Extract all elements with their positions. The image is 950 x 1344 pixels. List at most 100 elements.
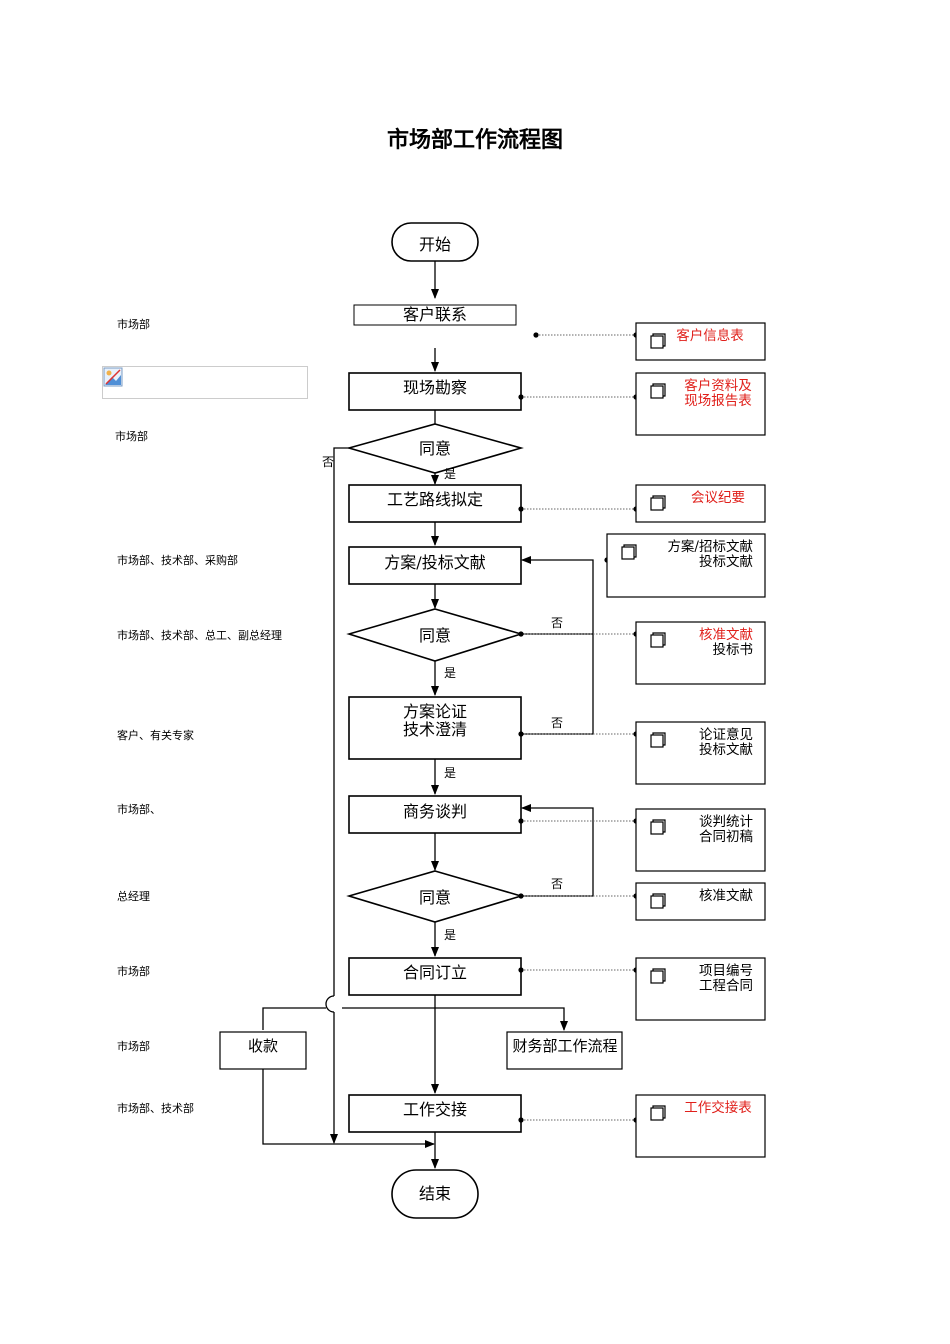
process-route-box xyxy=(348,484,522,523)
start-label: 开始 xyxy=(419,235,451,254)
edge-label-no: 否 xyxy=(551,616,563,630)
negotiation-box xyxy=(348,795,522,834)
document-box: 核准文献 xyxy=(518,882,766,921)
connector-dot xyxy=(518,818,524,824)
document-icon xyxy=(650,632,666,648)
document-label: 论证意见 xyxy=(699,726,753,743)
connector-dot xyxy=(518,1117,524,1123)
document-icon xyxy=(650,383,666,399)
decision-agree-1 xyxy=(346,423,524,474)
decision-agree-3 xyxy=(346,870,524,923)
dept-label: 市场部 xyxy=(117,1040,150,1053)
dept-label: 市场部、技术部 xyxy=(117,1102,194,1115)
page-title: 市场部工作流程图 xyxy=(386,128,563,153)
document-icon xyxy=(650,333,666,349)
agree-2-label: 同意 xyxy=(419,626,451,645)
broken-image-icon xyxy=(103,367,123,387)
document-label: 合同初稿 xyxy=(699,828,753,845)
document-label: 投标文献 xyxy=(699,742,753,758)
finance-label: 财务部工作流程 xyxy=(512,1037,617,1055)
contract-box xyxy=(348,957,522,996)
customer-contact-label: 客户联系 xyxy=(403,305,467,324)
dept-label: 市场部 xyxy=(117,965,150,978)
demonstration-box xyxy=(348,696,522,760)
contract-label: 合同订立 xyxy=(403,963,467,982)
edge-label-yes: 是 xyxy=(444,766,456,780)
proposal-label: 方案/投标文献 xyxy=(384,553,485,572)
connector-dot xyxy=(518,506,524,512)
connector-dot xyxy=(533,332,539,338)
edge-label-no: 否 xyxy=(322,455,334,469)
connector-dot xyxy=(518,631,524,637)
connector-dot xyxy=(518,967,524,973)
edge-label-yes: 是 xyxy=(444,467,456,481)
start-node xyxy=(391,222,479,262)
document-label: 客户信息表 xyxy=(676,327,744,344)
payment-label: 收款 xyxy=(248,1037,278,1055)
finance-box xyxy=(506,1031,623,1070)
demonstration-label-1: 方案论证 xyxy=(403,702,467,721)
document-label: 工程合同 xyxy=(699,978,753,994)
handover-label: 工作交接 xyxy=(403,1100,467,1119)
end-node xyxy=(391,1169,479,1219)
connector-dot xyxy=(518,893,524,899)
document-frame xyxy=(635,808,766,872)
customer-contact-box xyxy=(353,304,517,326)
document-label: 谈判统计 xyxy=(699,814,753,830)
document-icon xyxy=(621,544,637,560)
connector-dot xyxy=(518,731,524,737)
document-label: 会议纪要 xyxy=(691,490,745,506)
payment-box xyxy=(219,1031,307,1070)
dept-label: 市场部、 xyxy=(117,803,161,816)
end-label: 结束 xyxy=(419,1184,451,1203)
image-placeholder xyxy=(102,366,308,399)
site-survey-box xyxy=(348,372,522,411)
document-icon xyxy=(650,1105,666,1121)
document-icon xyxy=(650,819,666,835)
document-box: 会议纪要 xyxy=(518,484,766,523)
document-icon xyxy=(650,968,666,984)
site-survey-label: 现场勘察 xyxy=(403,378,467,397)
dept-label: 总经理 xyxy=(117,890,150,903)
agree-1-label: 同意 xyxy=(419,439,451,458)
document-label: 方案/招标文献 xyxy=(667,538,753,555)
dept-label: 客户、有关专家 xyxy=(117,729,194,742)
document-icon xyxy=(650,732,666,748)
process-route-label: 工艺路线拟定 xyxy=(387,490,483,509)
decision-agree-2 xyxy=(346,608,524,662)
dept-label: 市场部、技术部、总工、副总经理 xyxy=(117,629,282,642)
demonstration-label-2: 技术澄清 xyxy=(403,720,467,739)
proposal-box xyxy=(348,546,522,585)
document-frame xyxy=(635,372,766,436)
connector-dot xyxy=(518,394,524,400)
document-icon xyxy=(650,893,666,909)
negotiation-label: 商务谈判 xyxy=(403,802,467,821)
document-label: 项目编号 xyxy=(699,963,753,979)
document-box: 客户信息表 xyxy=(533,322,766,361)
handover-box xyxy=(348,1094,522,1133)
edge-label-no: 否 xyxy=(551,877,563,891)
document-frame xyxy=(635,621,766,685)
document-icon xyxy=(650,495,666,511)
document-frame xyxy=(635,1094,766,1158)
document-column: 客户信息表客户资料及现场报告表会议纪要方案/招标文献投标文献核准文献投标书论证意… xyxy=(518,322,766,1158)
agree-3-label: 同意 xyxy=(419,888,451,907)
document-label: 投标文献 xyxy=(699,554,753,570)
dept-label: 市场部 xyxy=(115,430,148,443)
document-label: 工作交接表 xyxy=(684,1099,752,1116)
document-label: 投标书 xyxy=(713,642,754,658)
document-label: 现场报告表 xyxy=(684,393,752,409)
document-frame xyxy=(635,957,766,1021)
document-label: 核准文献 xyxy=(699,888,753,904)
document-box: 工作交接表 xyxy=(518,1094,766,1158)
dept-label: 市场部 xyxy=(117,318,150,331)
document-label: 核准文献 xyxy=(699,627,753,643)
edge-label-no: 否 xyxy=(551,716,563,730)
document-frame xyxy=(635,721,766,785)
